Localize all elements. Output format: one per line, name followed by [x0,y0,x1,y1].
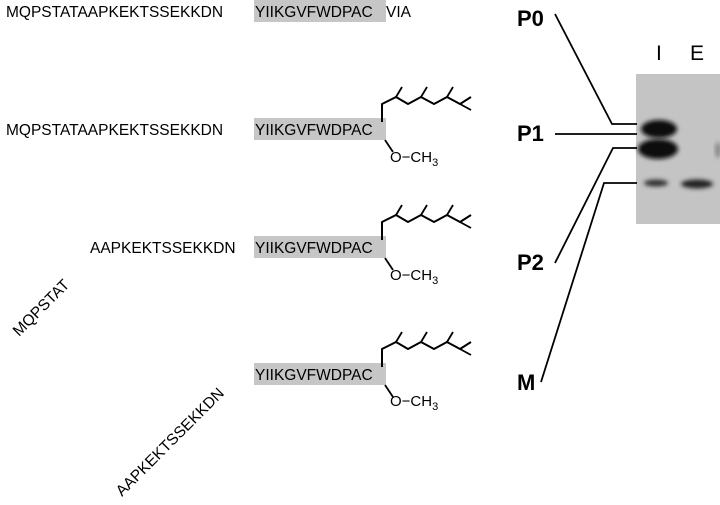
leader-lines [540,13,637,383]
highlight-box-3 [254,236,386,258]
leader-line-p0 [554,13,637,125]
band-label-p0: P0 [517,6,544,31]
sequence-row-4: YIIKGVFWDPAC O−CH3 AAPKEKTSSEKKDN [113,331,472,500]
highlight-box-2 [254,118,386,140]
leader-line-m [540,182,637,383]
band-label-p1: P1 [517,121,544,146]
highlight-box-4 [254,363,386,385]
sequence-row-1: MQPSTATAAPKEKTSSEKKDN YIIKGVFWDPAC VIA [6,0,412,22]
sequence-row-2: MQPSTATAAPKEKTSSEKKDN YIIKGVFWDPAC O−CH3 [6,86,472,169]
sequence-4-box: YIIKGVFWDPAC [255,367,373,384]
sequence-3-prefix: AAPKEKTSSEKKDN [90,240,236,257]
band-label-m: M [517,370,535,395]
gel-band-m-lane-i [644,179,668,187]
farnesyl-group-4 [381,331,472,398]
methyl-ester-4: O−CH3 [390,393,438,413]
svg-text:MQPSTATAAPKEKTSSEKKDN YI: MQPSTATAAPKEKTSSEKKDN YIIKGVFWDPAC [6,122,373,139]
sequence-row-3: AAPKEKTSSEKKDN YIIKGVFWDPAC O−CH3 MQPSTA… [10,204,472,340]
band-label-p2: P2 [517,250,544,275]
sequence-2-prefix: MQPSTATAAPKEKTSSEKKDN [6,122,223,139]
sequence-2-box: YIIKGVFWDPAC [255,122,373,139]
cleaved-fragment-4: AAPKEKTSSEKKDN [113,385,228,500]
lane-label-e: E [690,42,704,65]
svg-text:AAPKEKTSSEKKDN YIIKGVFWD: AAPKEKTSSEKKDN YIIKGVFWDPAC [90,240,373,257]
methyl-ester-3: O−CH3 [390,267,438,287]
farnesyl-group-2 [381,86,472,153]
leader-line-p2 [554,147,637,264]
gel-band-m-lane-e [681,179,713,189]
sequence-1-prefix: MQPSTATAAPKEKTSSEKKDN [6,4,223,21]
svg-text:YIIKGVFWDPAC: YIIKGVFWDPAC [255,367,373,384]
farnesyl-group-3 [381,204,472,271]
gel-band-p1 [638,139,678,159]
lane-label-i: I [656,42,662,65]
cleaved-fragment-3: MQPSTAT [10,276,74,340]
methyl-ester-2: O−CH3 [390,149,438,169]
gel-image [636,74,720,224]
gel-band-p0 [641,120,677,138]
sequence-1-suffix: VIA [386,4,412,21]
svg-text:MQPSTATAAPKEKTSSEKKDN YI: MQPSTATAAPKEKTSSEKKDN YIIKGVFWDPAC VIA [6,4,412,21]
sequence-1-box: YIIKGVFWDPAC [255,4,373,21]
highlight-box-1 [254,0,386,22]
sequence-3-box: YIIKGVFWDPAC [255,240,373,257]
